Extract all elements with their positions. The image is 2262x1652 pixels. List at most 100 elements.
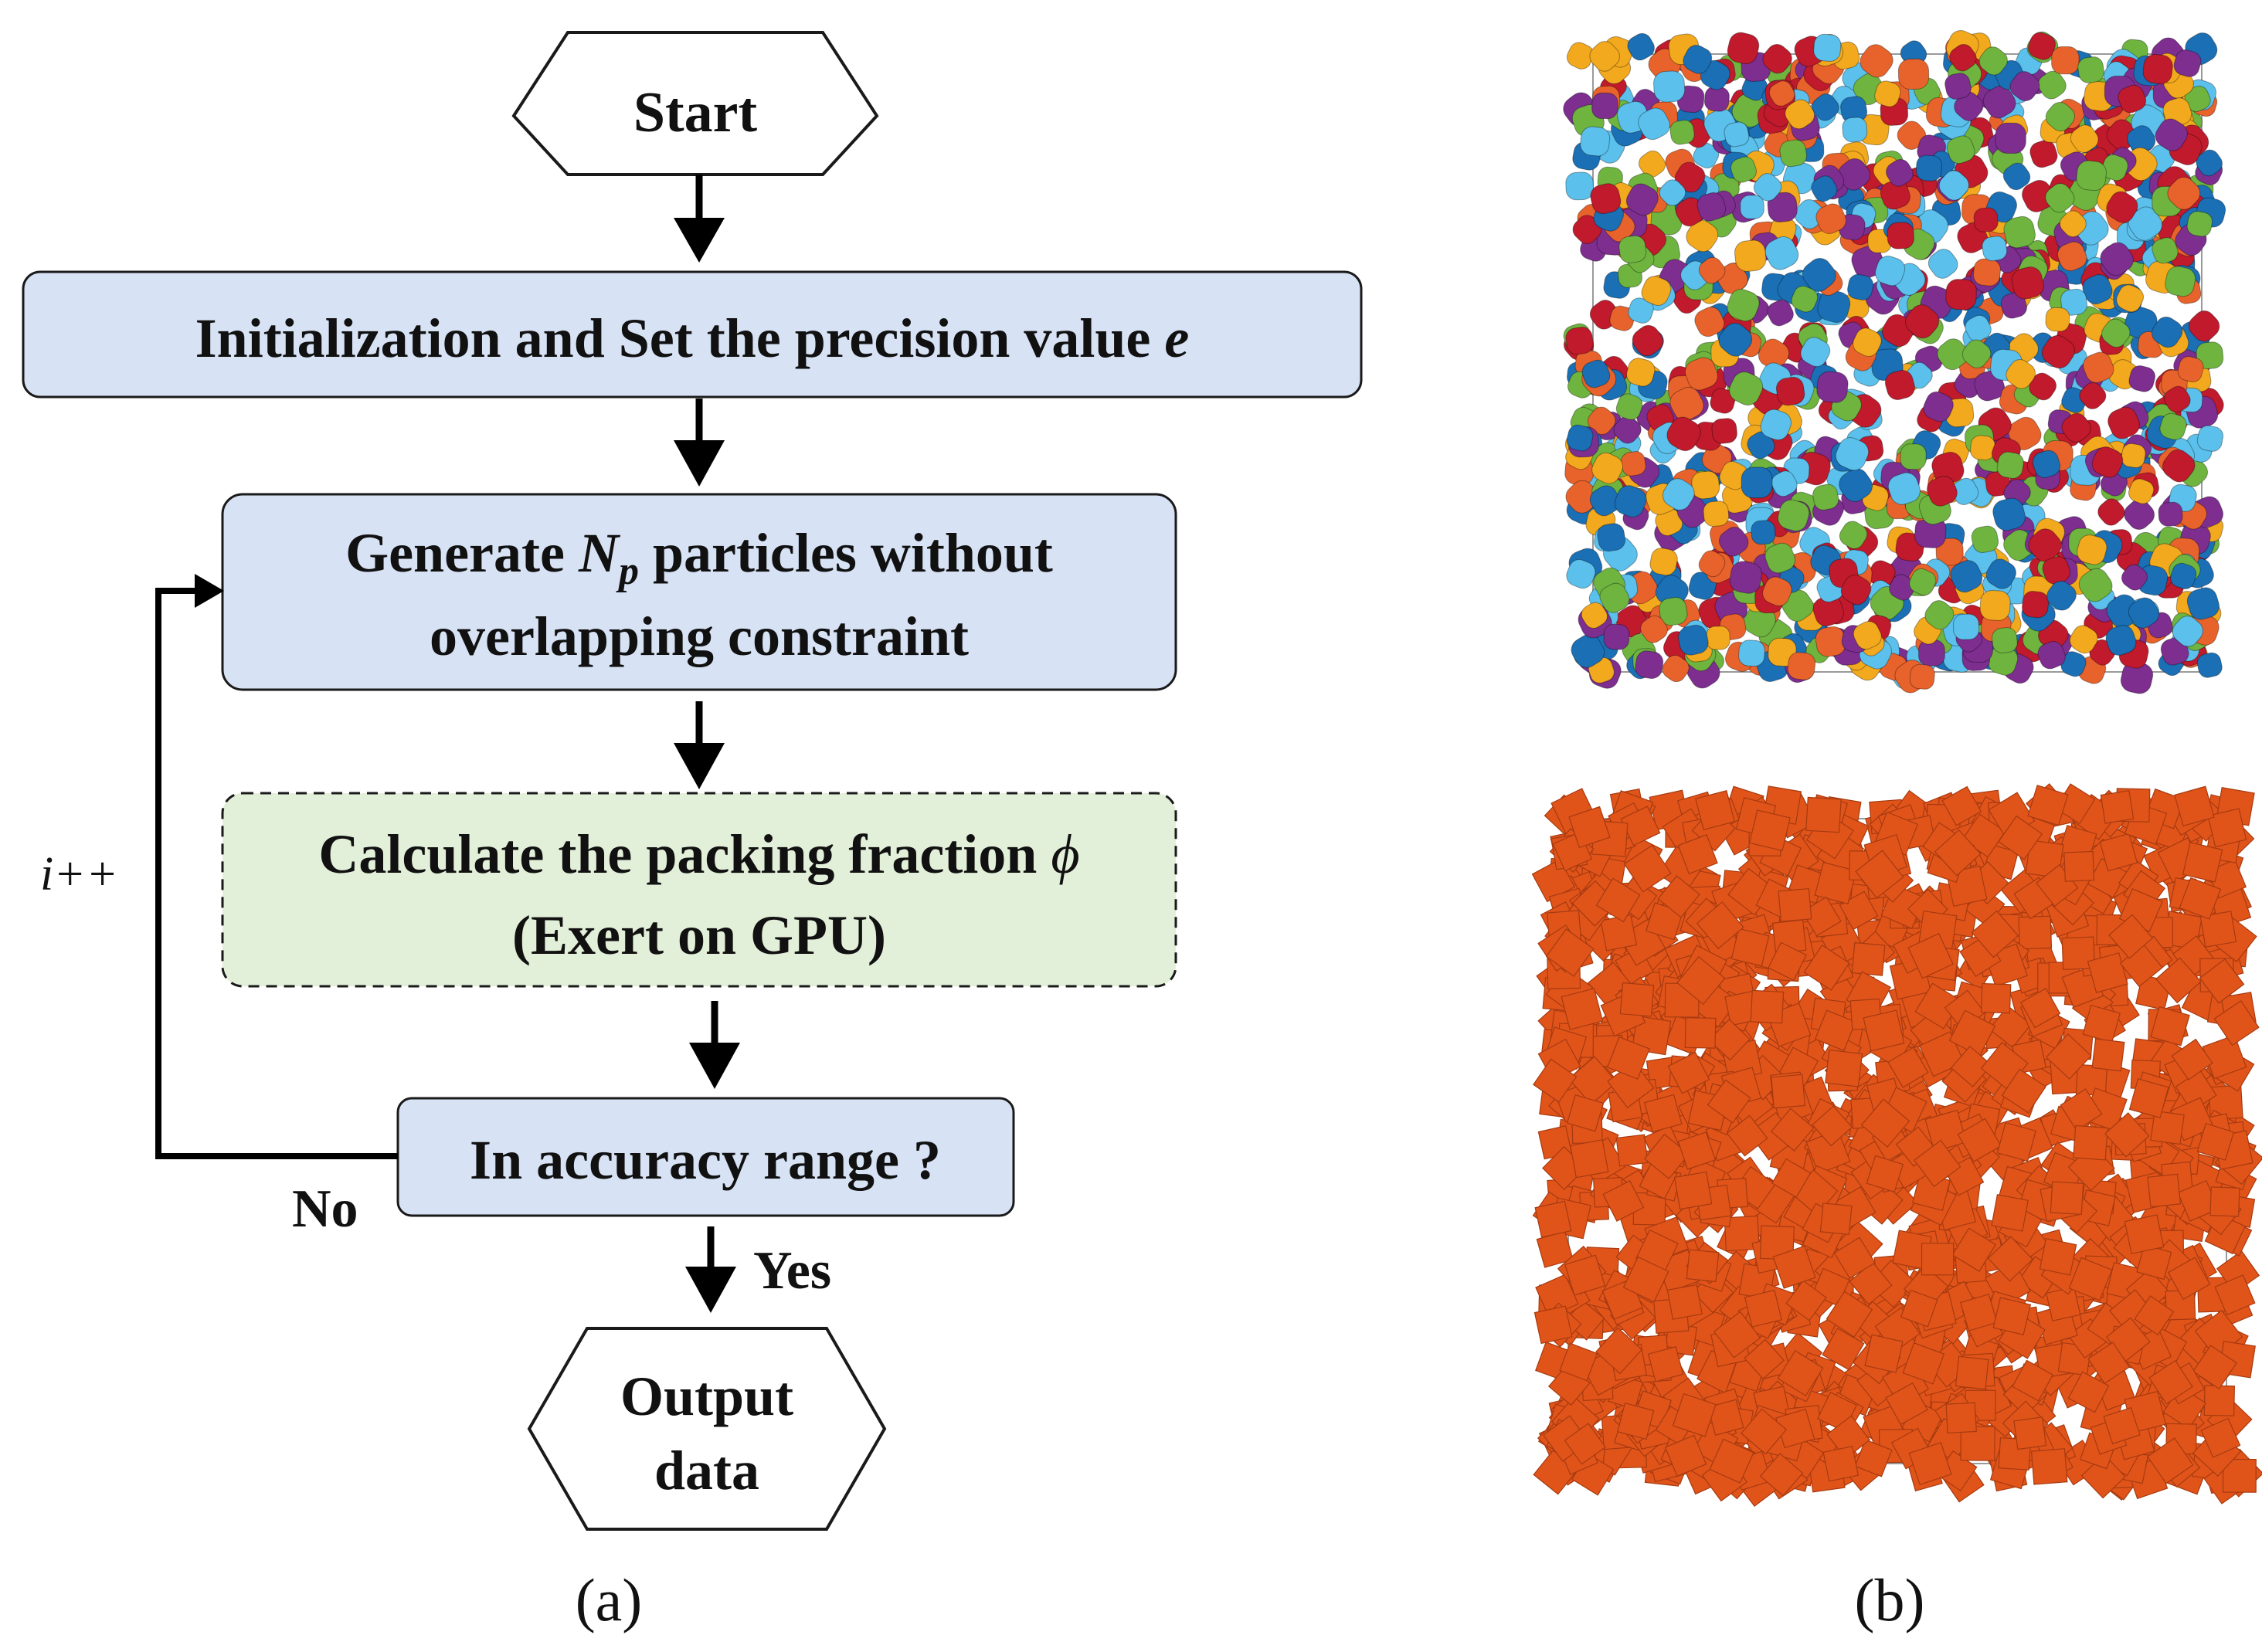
particle — [2061, 412, 2091, 443]
particle — [2077, 534, 2107, 565]
arrow-calculate-to-decision — [689, 1001, 740, 1089]
particle — [2196, 652, 2223, 678]
square-particle — [2099, 833, 2138, 872]
particle — [2045, 101, 2076, 132]
square-particle — [2192, 1345, 2237, 1390]
particle — [2155, 118, 2188, 151]
particle — [1710, 388, 1736, 414]
particle — [1566, 424, 1594, 452]
particle — [1693, 142, 1720, 169]
square-particle — [2050, 1181, 2084, 1216]
square-particle — [2046, 1286, 2081, 1322]
particle — [2116, 284, 2145, 313]
particle — [2121, 443, 2146, 469]
particle — [1662, 478, 1695, 511]
particle — [1589, 485, 1621, 517]
square-particle — [1748, 809, 1791, 852]
particle — [2106, 191, 2138, 223]
particle — [1627, 32, 1655, 61]
particle — [1677, 624, 1709, 656]
particle — [1618, 235, 1647, 263]
square-particle — [1851, 941, 1886, 976]
particle — [1734, 239, 1767, 272]
generate-prefix: Generate — [345, 522, 579, 584]
particle — [1738, 639, 1765, 667]
particle — [1740, 195, 1764, 219]
particle — [2011, 266, 2044, 300]
square-particle — [2203, 1385, 2235, 1416]
particle — [1640, 615, 1668, 643]
particle — [1853, 327, 1882, 357]
particle — [2158, 501, 2183, 527]
particle — [1949, 43, 1977, 72]
particle — [2186, 587, 2220, 620]
particle — [1965, 314, 1992, 342]
particle — [1779, 139, 1808, 168]
square-particle — [2209, 1186, 2240, 1217]
particle — [1638, 150, 1666, 178]
yes-label: Yes — [753, 1241, 831, 1301]
particle — [1632, 324, 1664, 357]
square-particle — [1992, 1297, 2032, 1335]
particle — [1812, 93, 1839, 121]
particle — [1686, 219, 1719, 253]
particle — [1811, 175, 1838, 202]
particle — [1747, 431, 1775, 460]
particle — [1970, 435, 1995, 461]
particle — [1764, 542, 1796, 574]
square-particle — [1744, 1289, 1782, 1328]
particle — [2059, 210, 2087, 238]
particle — [2041, 334, 2075, 369]
particle — [1897, 58, 1930, 90]
particle — [1771, 470, 1798, 497]
square-particle — [2080, 1454, 2126, 1499]
particle — [1937, 338, 1969, 371]
particle — [2029, 140, 2058, 168]
generate-box — [221, 493, 1177, 691]
particle — [1887, 222, 1914, 249]
particle — [2177, 356, 2204, 383]
particle — [1874, 256, 1906, 287]
particle — [2173, 49, 2202, 77]
particle — [1729, 371, 1764, 406]
particle — [2006, 359, 2036, 389]
particle — [2009, 71, 2040, 101]
particle — [1935, 538, 1964, 566]
particle — [1591, 452, 1623, 484]
loop-label: i++ — [40, 848, 118, 901]
particle — [2101, 318, 2131, 348]
generate-suffix: particles without — [639, 522, 1053, 584]
packing-top-particles — [1563, 30, 2226, 694]
particle — [1946, 135, 1975, 165]
particle — [1802, 258, 1836, 292]
arrow-init-to-generate — [674, 399, 725, 487]
particle — [2128, 597, 2160, 629]
particle — [1813, 33, 1842, 62]
particle — [1698, 256, 1726, 284]
particle — [1992, 627, 2018, 653]
square-particle — [2182, 842, 2223, 883]
square-particle — [2091, 1038, 2125, 1072]
particle — [1767, 192, 1798, 222]
square-particle — [1778, 887, 1812, 922]
particle — [2091, 446, 2124, 478]
particle — [1615, 393, 1643, 420]
square-particle — [1777, 1350, 1824, 1396]
particle — [2196, 425, 2224, 452]
square-particle — [2213, 1000, 2260, 1046]
particle — [2124, 499, 2155, 531]
square-particle — [1615, 1134, 1649, 1167]
square-particle — [1533, 1305, 1573, 1345]
particle — [2083, 351, 2114, 383]
calculate-label-line1: Calculate the packing fraction ϕ — [318, 823, 1079, 885]
particle — [2188, 310, 2220, 342]
packing-bottom-particles — [1531, 783, 2262, 1508]
square-particle — [1948, 1009, 1996, 1057]
particle — [1724, 121, 1750, 148]
particle — [1603, 623, 1630, 650]
particle — [1659, 179, 1686, 206]
output-label-line2: data — [654, 1440, 759, 1501]
particle — [1614, 485, 1647, 517]
init-box — [22, 270, 1363, 399]
